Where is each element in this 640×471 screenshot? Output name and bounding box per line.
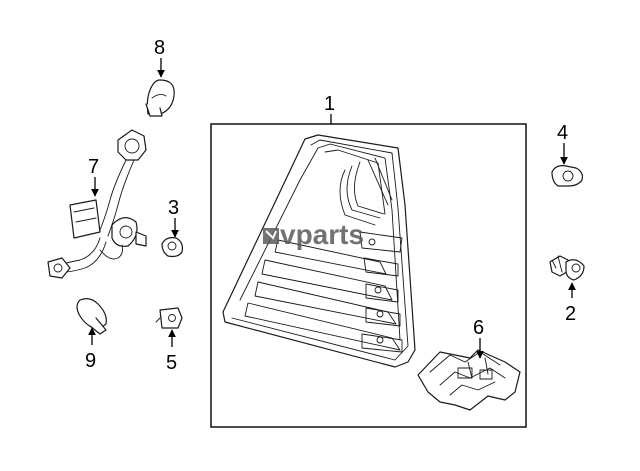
callout-4: 4 (557, 122, 568, 144)
callout-7: 7 (88, 156, 99, 178)
callout-1: 1 (324, 93, 335, 115)
callout-2: 2 (565, 303, 576, 325)
watermark-text: vparts (280, 219, 364, 250)
retainer[interactable] (155, 307, 183, 329)
screw[interactable] (549, 255, 585, 281)
grommet[interactable] (161, 237, 183, 258)
bulb-top[interactable] (145, 79, 175, 117)
watermark: vparts (263, 219, 364, 250)
wiring-harness[interactable] (47, 129, 147, 279)
callout-5: 5 (166, 352, 177, 374)
callout-8: 8 (154, 37, 165, 59)
mounting-bracket[interactable] (417, 349, 521, 411)
assembly-frame (210, 123, 527, 428)
callout-6: 6 (473, 317, 484, 339)
tail-lamp-assembly[interactable] (222, 134, 416, 368)
callout-3: 3 (168, 197, 179, 219)
callout-9: 9 (85, 350, 96, 372)
clip[interactable] (551, 165, 583, 187)
